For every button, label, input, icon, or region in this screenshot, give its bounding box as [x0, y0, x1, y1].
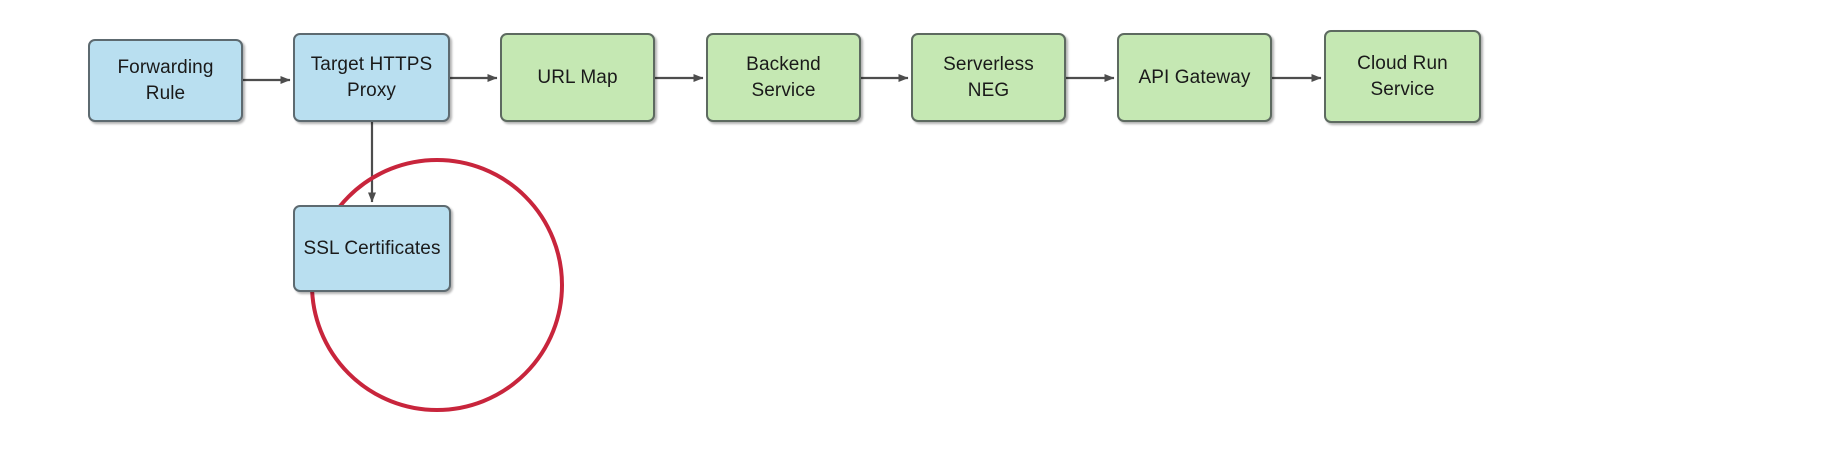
- node-target-https-proxy[interactable]: Target HTTPS Proxy: [293, 33, 450, 122]
- node-backend-service[interactable]: Backend Service: [706, 33, 861, 122]
- node-serverless-neg[interactable]: Serverless NEG: [911, 33, 1066, 122]
- node-cloud-run-service[interactable]: Cloud Run Service: [1324, 30, 1481, 123]
- node-ssl-certificates-label: SSL Certificates: [303, 237, 441, 259]
- node-url-map[interactable]: URL Map: [500, 33, 655, 122]
- node-ssl-certificates[interactable]: SSL Certificates: [293, 205, 451, 292]
- node-forwarding-rule[interactable]: Forwarding Rule: [88, 39, 243, 122]
- node-cloud-run-service-label: Cloud Run Service: [1357, 53, 1448, 100]
- node-api-gateway-label: API Gateway: [1138, 66, 1251, 88]
- node-url-map-label: URL Map: [537, 66, 618, 88]
- node-forwarding-rule-label: Forwarding Rule: [117, 57, 214, 104]
- node-api-gateway[interactable]: API Gateway: [1117, 33, 1272, 122]
- node-serverless-neg-label: Serverless NEG: [943, 54, 1034, 101]
- node-backend-service-label: Backend Service: [746, 54, 821, 101]
- node-target-https-proxy-label: Target HTTPS Proxy: [310, 54, 433, 101]
